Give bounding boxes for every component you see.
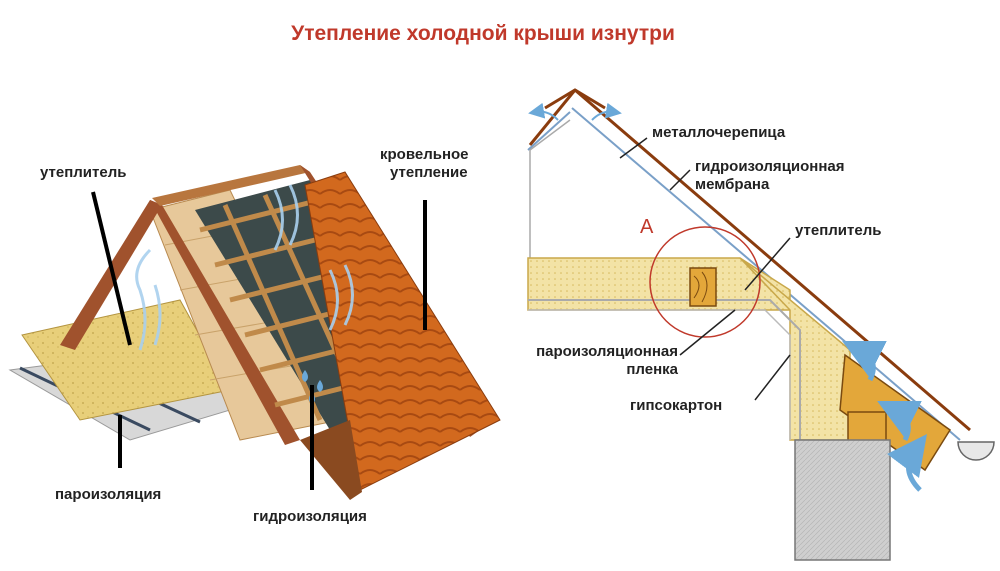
- label-vapor-film-line1: пароизоляционная: [536, 343, 678, 360]
- leader-insulation: [91, 191, 132, 346]
- label-waterproofing: гидроизоляция: [253, 508, 367, 525]
- label-roof-insulation: кровельное утепление: [380, 146, 469, 182]
- label-membrane-line2: мембрана: [695, 176, 770, 193]
- label-insulation-right: утеплитель: [795, 222, 882, 239]
- label-vapor-film: пароизоляционная пленка: [520, 343, 678, 379]
- page-title: Утепление холодной крыши изнутри: [291, 22, 675, 45]
- ridge-cap: [544, 88, 606, 110]
- ridge-board: [152, 165, 310, 206]
- detail-callout-label: А: [640, 216, 654, 238]
- label-vapor-film-line2: пленка: [626, 361, 678, 378]
- label-roof-insulation-line1: кровельное: [380, 146, 469, 163]
- front-rafter-right: [150, 200, 300, 445]
- right-roof-section: [527, 88, 995, 561]
- roof-tiles: [304, 171, 501, 491]
- label-roof-insulation-line2: утепление: [390, 164, 468, 181]
- beam-block-lower: [847, 411, 887, 443]
- front-rafter-left: [60, 200, 162, 350]
- left-roof-illustration: [8, 165, 501, 500]
- airflow-arrows-icon: [842, 341, 927, 492]
- airflow-icon: [135, 184, 354, 351]
- gutter: [957, 441, 995, 461]
- label-membrane: гидроизоляционная мембрана: [695, 158, 845, 194]
- label-insulation-left: утеплитель: [40, 164, 127, 181]
- label-metal-tile: металлочерепица: [652, 124, 786, 141]
- wall: [794, 439, 891, 561]
- label-drywall: гипсокартон: [630, 397, 723, 414]
- label-membrane-line1: гидроизоляционная: [695, 158, 845, 175]
- label-vapor-barrier: пароизоляция: [55, 486, 162, 503]
- vent-arrows-icon: [528, 102, 622, 121]
- detail-callout-circle: [649, 226, 761, 338]
